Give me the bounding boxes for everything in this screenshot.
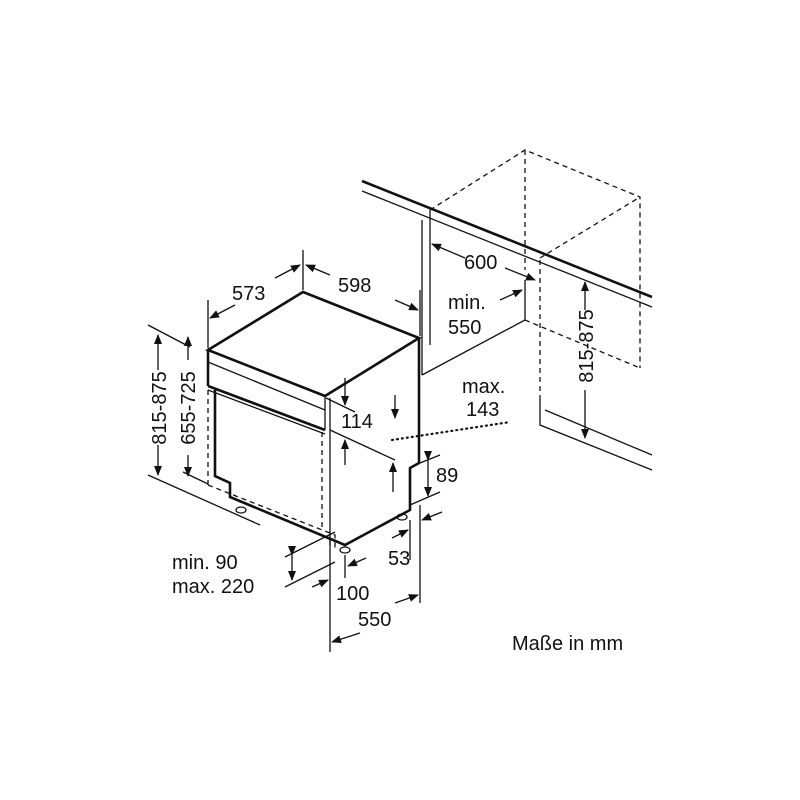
dimension-lines — [147, 243, 589, 652]
dishwasher — [205, 290, 422, 554]
width-label: 598 — [338, 275, 371, 297]
niche-width-label: 600 — [464, 252, 497, 274]
door-height-label: 655-725 — [178, 371, 200, 444]
base-depth-label: 550 — [358, 609, 391, 631]
niche-depth-min-prefix: min. — [448, 292, 486, 314]
panel-max-label: 143 — [466, 399, 499, 421]
foot — [396, 513, 408, 521]
foot — [235, 506, 247, 514]
plinth-min-label: min. 90 — [172, 552, 238, 574]
panel-height-label: 114 — [341, 411, 373, 433]
appliance-height-label: 815-875 — [149, 371, 171, 444]
niche-height-label: 815-875 — [576, 309, 598, 382]
niche-depth-label: 550 — [448, 317, 481, 339]
plinth-max-label: max. 220 — [172, 576, 254, 598]
depth-label: 573 — [232, 283, 265, 305]
cabinet-outline — [421, 149, 653, 471]
worktop — [361, 179, 653, 308]
units-note: Maße in mm — [512, 633, 623, 655]
panel-max-prefix: max. — [462, 376, 505, 398]
plinth-height-label: 89 — [436, 465, 458, 487]
plinth-recess-label: 100 — [336, 583, 369, 605]
foot — [339, 546, 351, 554]
foot-offset-label: 53 — [388, 548, 410, 570]
